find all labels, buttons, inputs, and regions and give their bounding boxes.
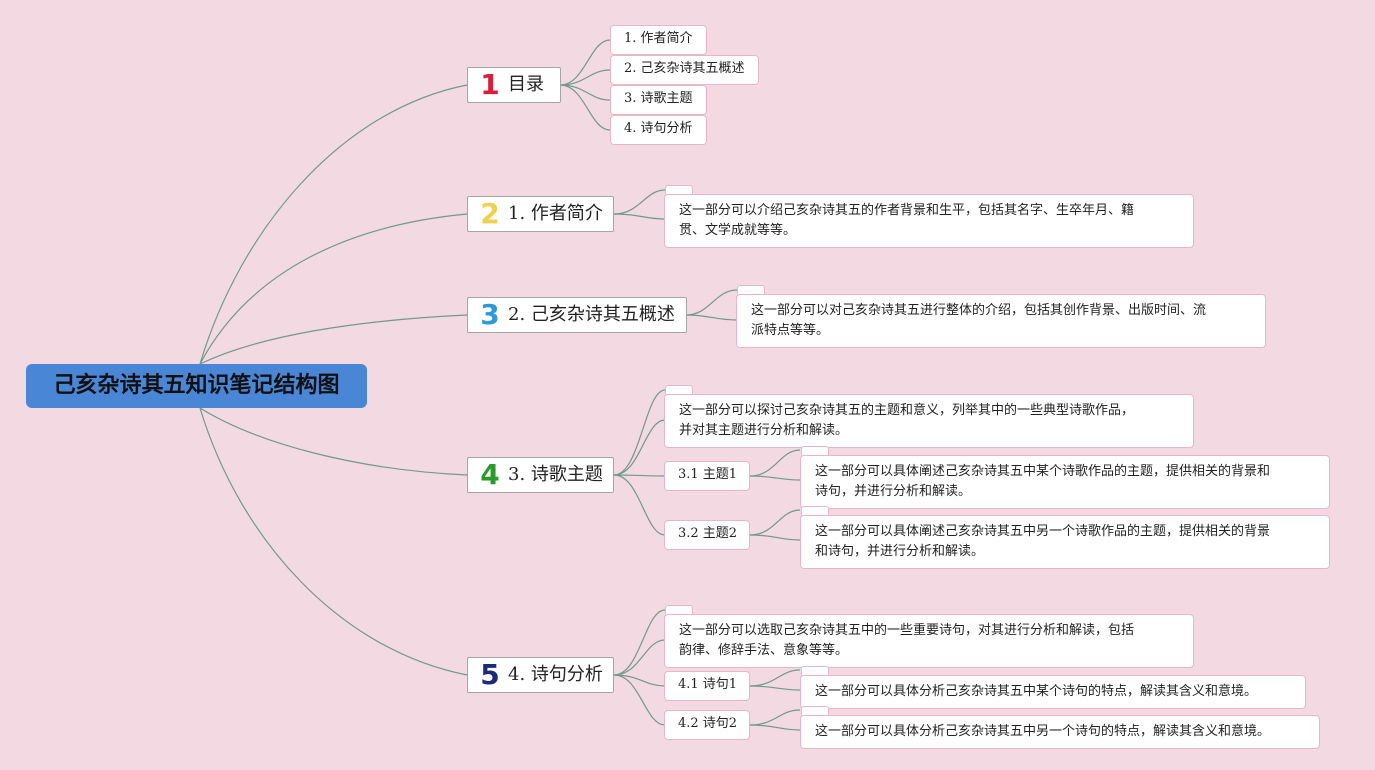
empty-node[interactable]: [801, 706, 829, 715]
desc-line: 这一部分可以对己亥杂诗其五进行整体的介绍，包括其创作背景、出版时间、流: [751, 303, 1207, 318]
desc-line: 并对其主题进行分析和解读。: [679, 423, 849, 438]
desc-line: 这一部分可以具体阐述己亥杂诗其五中某个诗歌作品的主题，提供相关的背景和: [815, 464, 1271, 479]
desc-line: 这一部分可以选取己亥杂诗其五中的一些重要诗句，对其进行分析和解读，包括: [679, 623, 1135, 638]
branch-author[interactable]: 2 1. 作者简介: [467, 196, 614, 232]
desc-line: 诗句，并进行分析和解读。: [815, 484, 972, 499]
empty-node[interactable]: [665, 385, 693, 394]
subtopic-node[interactable]: 4.2 诗句2: [664, 710, 750, 740]
branch-theme[interactable]: 4 3. 诗歌主题: [467, 457, 614, 493]
branch-label: 目录: [508, 74, 544, 95]
desc-line: 这一部分可以具体分析己亥杂诗其五中另一个诗句的特点，解读其含义和意境。: [815, 724, 1271, 739]
branch-label: 4. 诗句分析: [508, 664, 603, 685]
desc-line: 派特点等等。: [751, 323, 830, 338]
subtopic-node[interactable]: 3.1 主题1: [664, 461, 750, 491]
empty-node[interactable]: [737, 285, 765, 294]
desc-line: 这一部分可以介绍己亥杂诗其五的作者背景和生平，包括其名字、生卒年月、籍: [679, 203, 1135, 218]
number-2-icon: 2: [480, 197, 500, 230]
branch-verse-analysis[interactable]: 5 4. 诗句分析: [467, 657, 614, 693]
subtopic-node[interactable]: 3.2 主题2: [664, 520, 750, 550]
branch-overview[interactable]: 3 2. 己亥杂诗其五概述: [467, 297, 687, 333]
desc-line: 和诗句，并进行分析和解读。: [815, 544, 985, 559]
description-box[interactable]: 这一部分可以具体分析己亥杂诗其五中另一个诗句的特点，解读其含义和意境。: [800, 715, 1320, 749]
desc-line: 贯、文学成就等等。: [679, 223, 797, 238]
description-box[interactable]: 这一部分可以具体阐述己亥杂诗其五中某个诗歌作品的主题，提供相关的背景和 诗句，并…: [800, 455, 1330, 509]
toc-item[interactable]: 2. 己亥杂诗其五概述: [610, 55, 759, 85]
desc-line: 韵律、修辞手法、意象等等。: [679, 643, 849, 658]
empty-node[interactable]: [665, 605, 693, 614]
description-box[interactable]: 这一部分可以探讨己亥杂诗其五的主题和意义，列举其中的一些典型诗歌作品， 并对其主…: [664, 394, 1194, 448]
toc-item[interactable]: 3. 诗歌主题: [610, 85, 707, 115]
desc-line: 这一部分可以探讨己亥杂诗其五的主题和意义，列举其中的一些典型诗歌作品，: [679, 403, 1135, 418]
description-box[interactable]: 这一部分可以对己亥杂诗其五进行整体的介绍，包括其创作背景、出版时间、流 派特点等…: [736, 294, 1266, 348]
empty-node[interactable]: [801, 666, 829, 675]
description-box[interactable]: 这一部分可以介绍己亥杂诗其五的作者背景和生平，包括其名字、生卒年月、籍 贯、文学…: [664, 194, 1194, 248]
number-3-icon: 3: [480, 298, 500, 331]
subtopic-node[interactable]: 4.1 诗句1: [664, 671, 750, 701]
toc-item[interactable]: 4. 诗句分析: [610, 115, 707, 145]
number-4-icon: 4: [480, 458, 500, 491]
desc-line: 这一部分可以具体阐述己亥杂诗其五中另一个诗歌作品的主题，提供相关的背景: [815, 524, 1271, 539]
description-box[interactable]: 这一部分可以具体分析己亥杂诗其五中某个诗句的特点，解读其含义和意境。: [800, 675, 1306, 709]
empty-node[interactable]: [801, 446, 829, 455]
root-title[interactable]: 己亥杂诗其五知识笔记结构图: [26, 364, 367, 408]
description-box[interactable]: 这一部分可以选取己亥杂诗其五中的一些重要诗句，对其进行分析和解读，包括 韵律、修…: [664, 614, 1194, 668]
branch-toc[interactable]: 1 目录: [467, 67, 561, 103]
number-5-icon: 5: [480, 658, 500, 691]
branch-label: 3. 诗歌主题: [508, 464, 603, 485]
branch-label: 1. 作者简介: [508, 203, 603, 224]
description-box[interactable]: 这一部分可以具体阐述己亥杂诗其五中另一个诗歌作品的主题，提供相关的背景 和诗句，…: [800, 515, 1330, 569]
empty-node[interactable]: [801, 506, 829, 515]
empty-node[interactable]: [665, 185, 693, 194]
toc-item[interactable]: 1. 作者简介: [610, 25, 707, 55]
number-1-icon: 1: [480, 68, 500, 101]
branch-label: 2. 己亥杂诗其五概述: [508, 304, 675, 325]
desc-line: 这一部分可以具体分析己亥杂诗其五中某个诗句的特点，解读其含义和意境。: [815, 684, 1258, 699]
